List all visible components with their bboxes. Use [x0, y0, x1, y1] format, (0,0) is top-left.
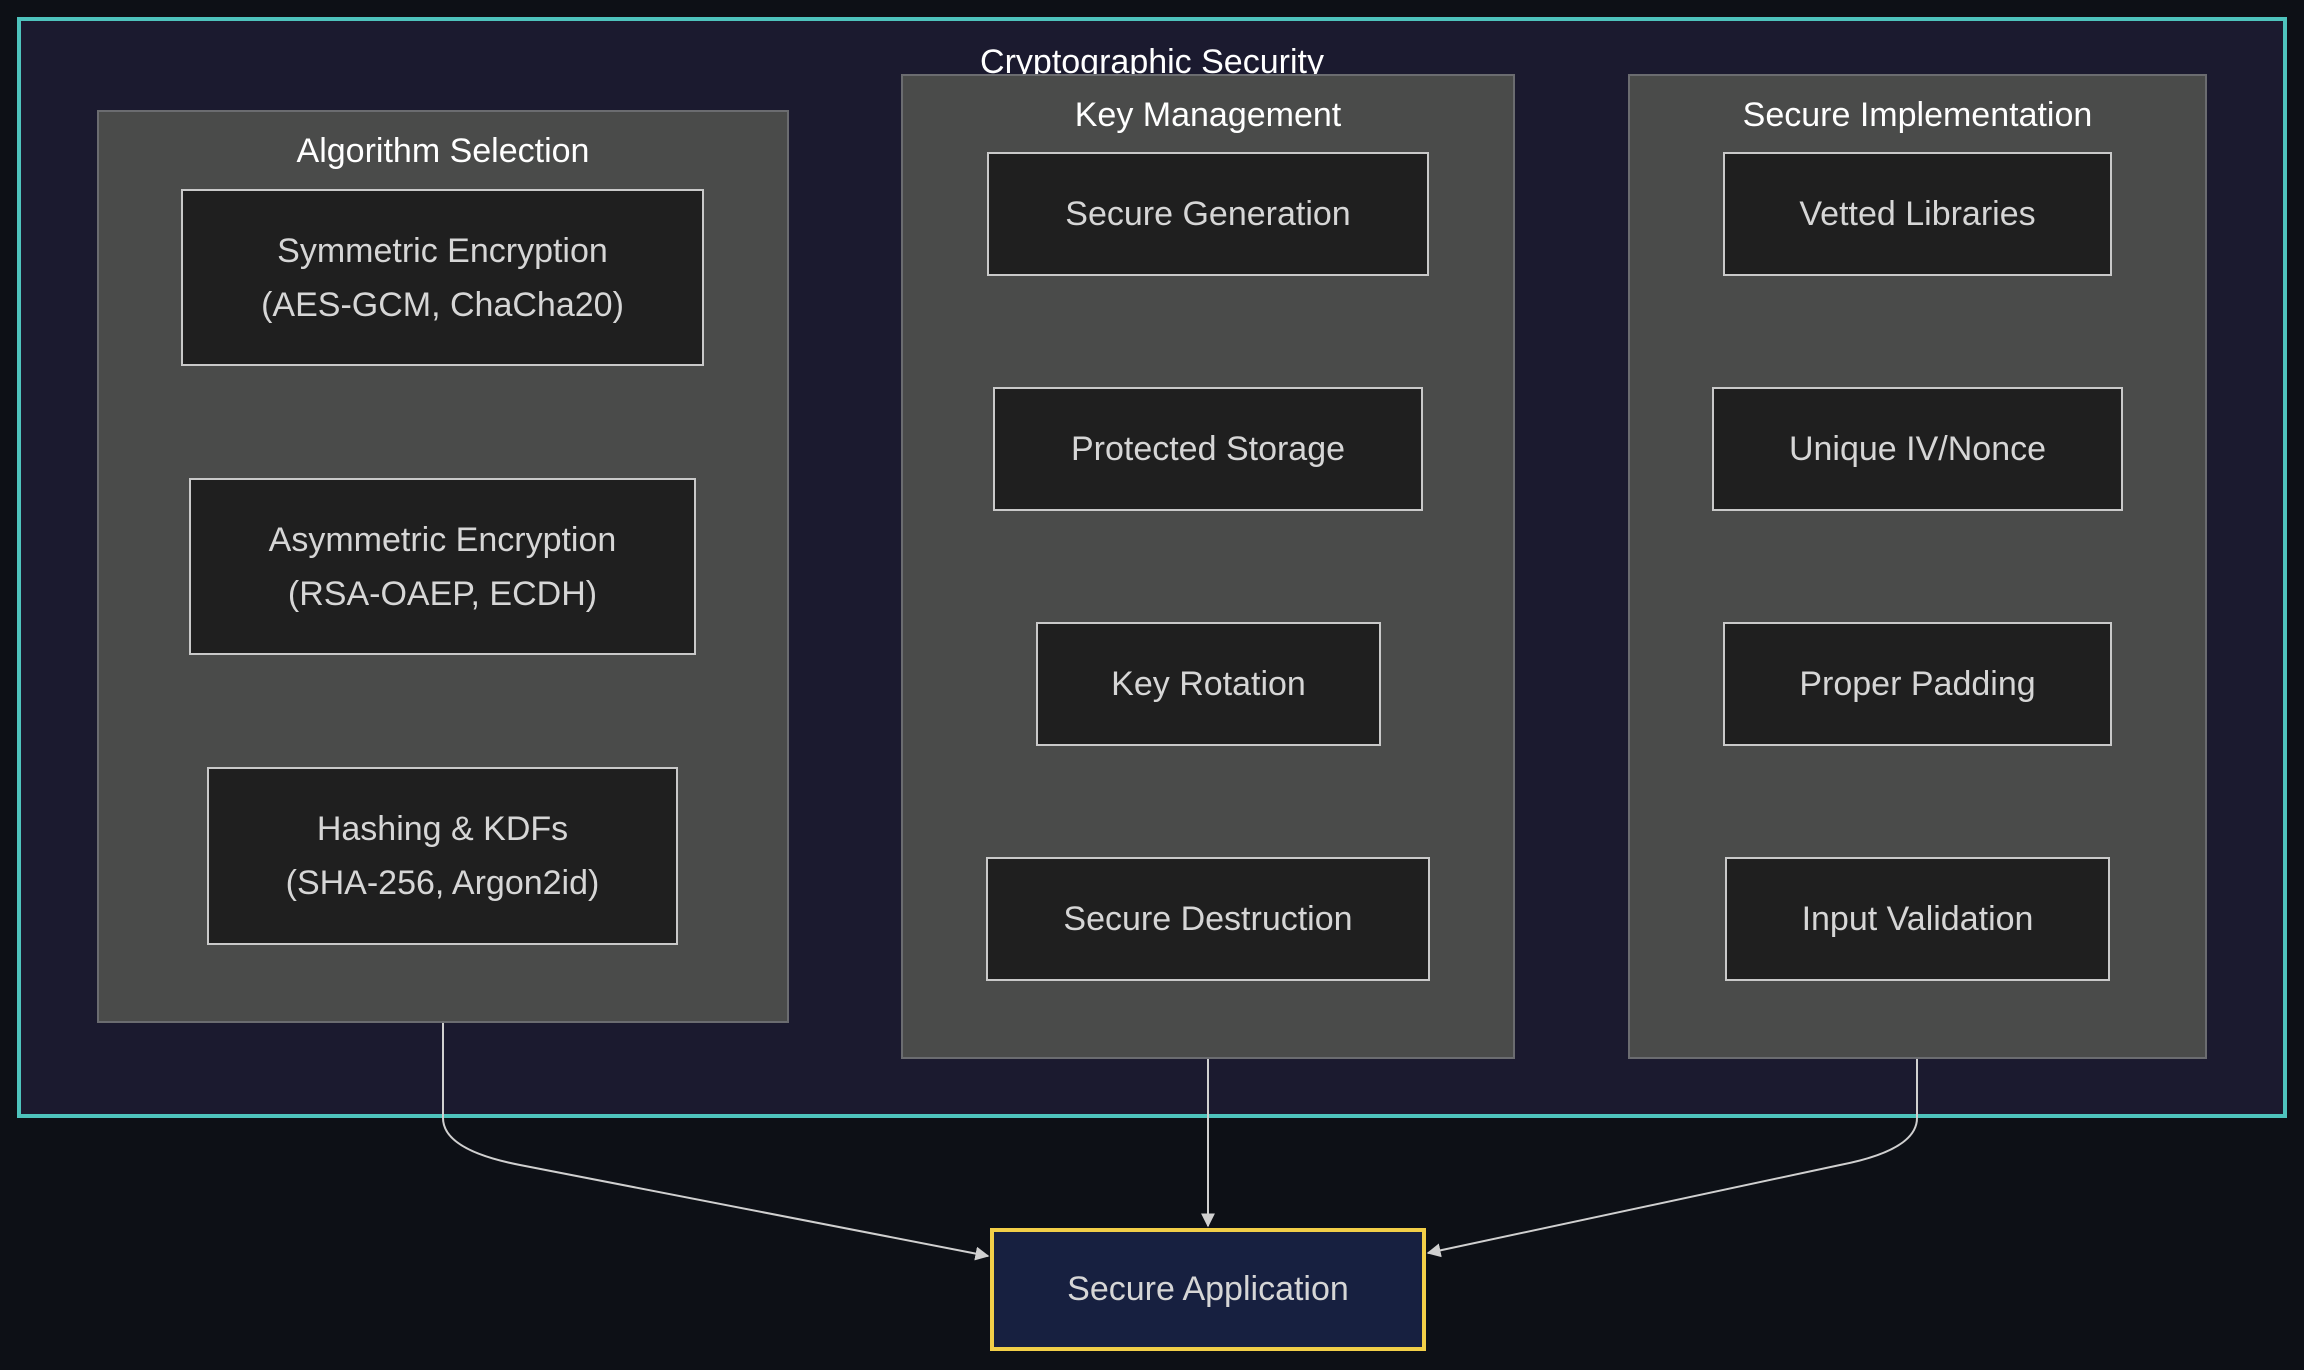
node-sublabel: (AES-GCM, ChaCha20) [261, 285, 624, 324]
node-secure-application[interactable]: Secure Application [990, 1228, 1426, 1351]
node-label: Asymmetric Encryption [268, 520, 617, 559]
node-label: Input Validation [1801, 900, 2034, 938]
group-title: Algorithm Selection [296, 132, 590, 170]
node-label: Hashing & KDFs [316, 810, 569, 848]
node-secure-destruction[interactable]: Secure Destruction [986, 857, 1430, 981]
node-label: Key Rotation [1111, 665, 1306, 703]
group-title: Key Management [1074, 96, 1342, 134]
node-label: Unique IV/Nonce [1788, 430, 2047, 468]
node-label: Secure Generation [1065, 195, 1351, 233]
node-input-validation[interactable]: Input Validation [1725, 857, 2110, 981]
node-unique-iv-nonce[interactable]: Unique IV/Nonce [1712, 387, 2123, 511]
node-label: Protected Storage [1070, 430, 1346, 468]
node-label: Vetted Libraries [1799, 195, 2036, 233]
node-label: Secure Application [1067, 1270, 1349, 1308]
node-sublabel: (RSA-OAEP, ECDH) [287, 574, 598, 613]
node-asymmetric-encryption[interactable]: Asymmetric Encryption (RSA-OAEP, ECDH) [189, 478, 696, 655]
node-label: Secure Destruction [1063, 900, 1353, 938]
node-key-rotation[interactable]: Key Rotation [1036, 622, 1381, 746]
node-label: Symmetric Encryption [277, 231, 608, 270]
group-title: Secure Implementation [1742, 96, 2093, 134]
node-vetted-libraries[interactable]: Vetted Libraries [1723, 152, 2112, 276]
node-symmetric-encryption[interactable]: Symmetric Encryption (AES-GCM, ChaCha20) [181, 189, 704, 366]
node-proper-padding[interactable]: Proper Padding [1723, 622, 2112, 746]
node-label: Proper Padding [1799, 665, 2036, 703]
node-protected-storage[interactable]: Protected Storage [993, 387, 1423, 511]
node-secure-generation[interactable]: Secure Generation [987, 152, 1429, 276]
node-hashing-kdfs[interactable]: Hashing & KDFs (SHA-256, Argon2id) [207, 767, 678, 945]
node-sublabel: (SHA-256, Argon2id) [285, 864, 600, 902]
